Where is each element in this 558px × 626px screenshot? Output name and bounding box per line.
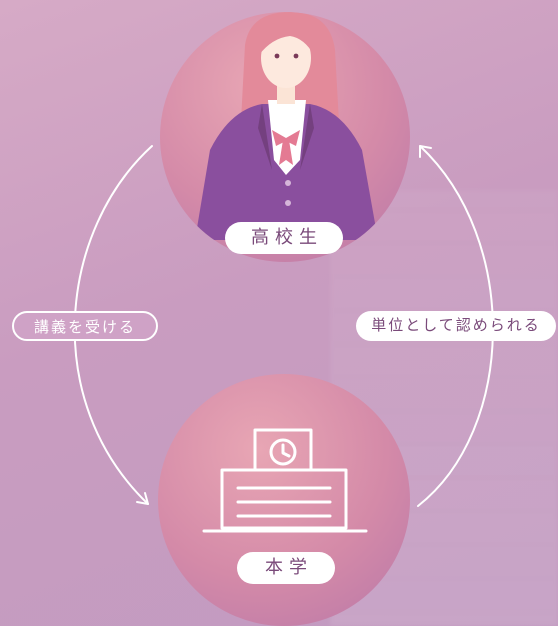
university-node	[158, 374, 410, 626]
student-label: 高校生	[225, 222, 343, 254]
student-illustration	[195, 12, 378, 240]
building-clock-icon	[202, 428, 368, 533]
university-label: 本学	[237, 552, 335, 584]
edge-label-left: 講義を受ける	[12, 311, 158, 341]
edge-label-right: 単位として認められる	[356, 311, 556, 341]
